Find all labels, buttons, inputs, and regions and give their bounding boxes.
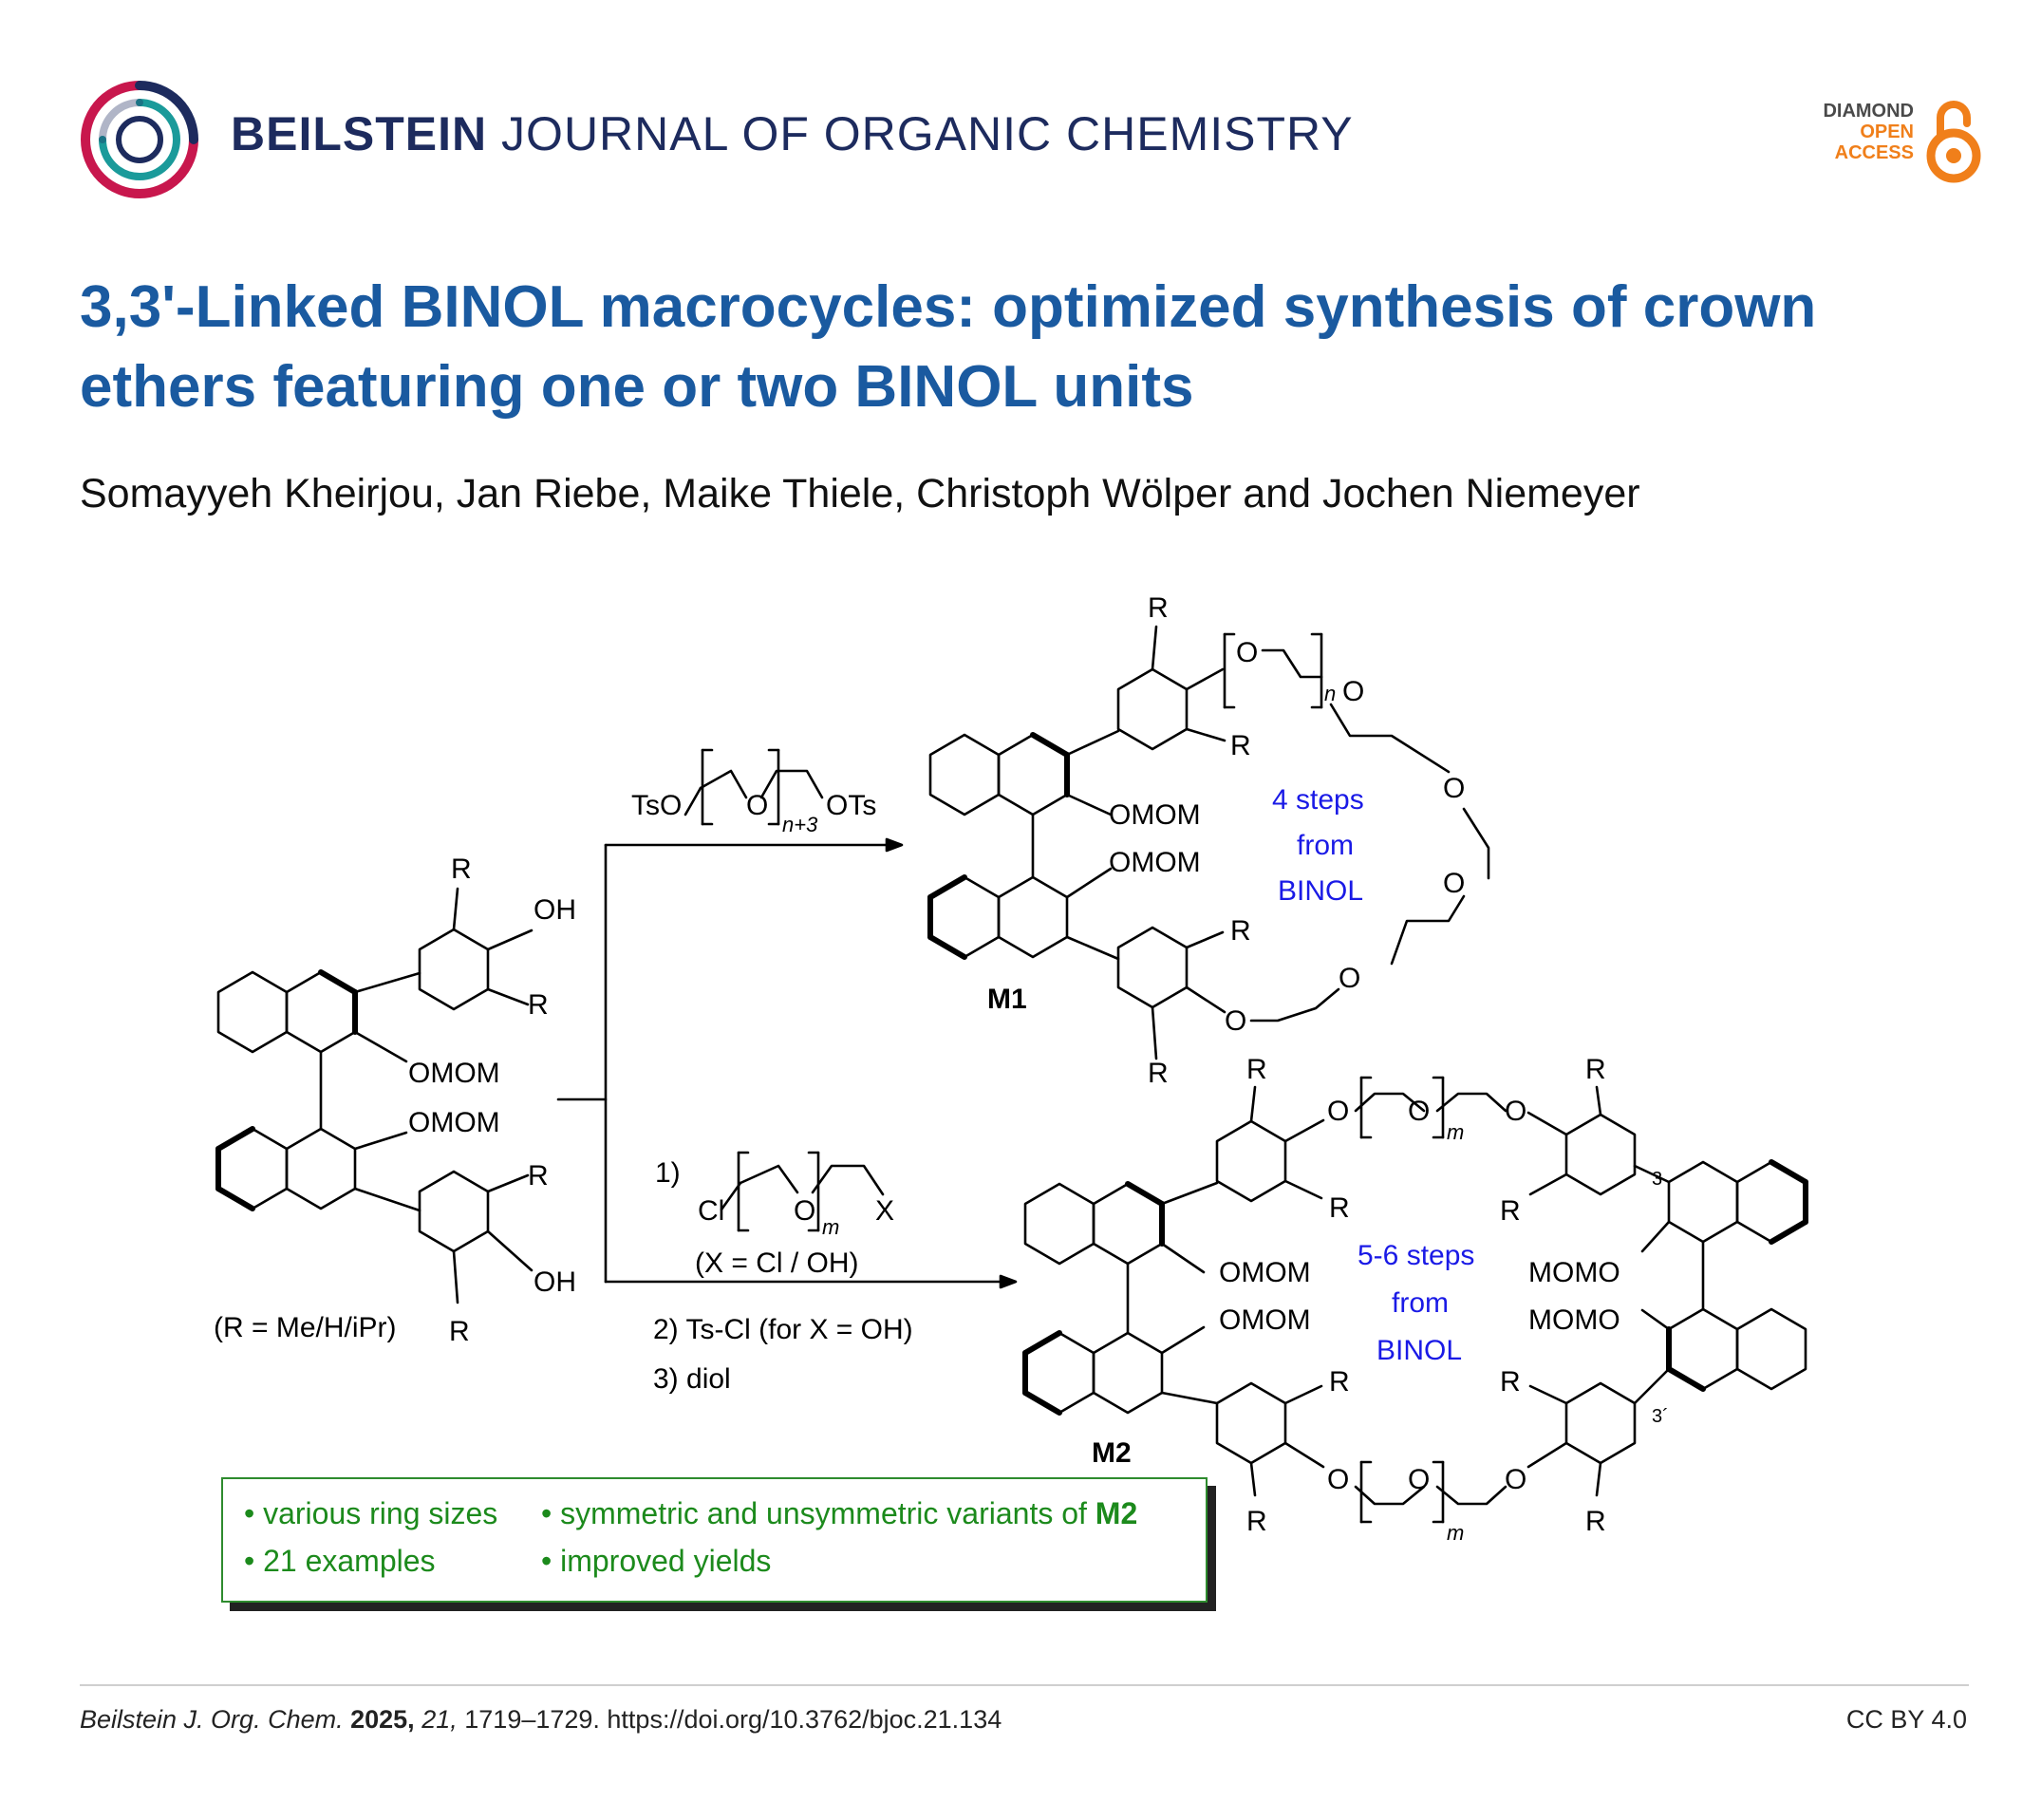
m1-oxygen-2: O — [1342, 676, 1364, 707]
sm-oh-bottom: OH — [534, 1266, 576, 1298]
sm-r-top: R — [451, 854, 472, 885]
m1-oxygen-5: O — [1339, 963, 1360, 994]
m1-omom-bottom: OMOM — [1109, 847, 1201, 878]
m2-r-3: R — [1329, 1366, 1350, 1398]
article-title: 3,3'-Linked BINOL macrocycles: optimized… — [80, 274, 1817, 420]
step3: 3) diol — [653, 1363, 731, 1395]
highlights-box: • various ring sizes • symmetric and uns… — [221, 1477, 1208, 1603]
highlight-variants-m2: M2 — [1095, 1496, 1138, 1530]
m2-r-1: R — [1246, 1054, 1267, 1085]
reaction-arrows — [556, 837, 1018, 1289]
m2-subscript-bottom: m — [1447, 1521, 1464, 1545]
citation-volume: 21, — [421, 1705, 458, 1734]
m2-label: M2 — [1092, 1437, 1132, 1469]
r-definition: (R = Me/H/iPr) — [214, 1312, 397, 1343]
starting-binol-structure — [215, 887, 534, 1304]
m2-r-7: R — [1500, 1366, 1521, 1398]
reagent-bottom-chain — [720, 1151, 885, 1232]
highlight-ring-sizes: • various ring sizes — [244, 1496, 498, 1530]
m2-oxygen-2: O — [1408, 1096, 1430, 1127]
m2-momo-top: MOMO — [1528, 1257, 1620, 1288]
sm-r-right-top: R — [528, 989, 549, 1021]
m1-structure — [927, 625, 1490, 1060]
step2: 2) Ts-Cl (for X = OH) — [653, 1314, 913, 1345]
badge-line-2: OPEN — [1860, 122, 1914, 142]
m2-steps-line-2: from — [1392, 1287, 1449, 1319]
badge-line-1: DIAMOND — [1823, 101, 1914, 122]
m1-r-upper-right: R — [1230, 730, 1251, 761]
reagent-tso: TsO — [631, 790, 682, 821]
x-definition: (X = Cl / OH) — [695, 1248, 859, 1279]
m2-steps-line-3: BINOL — [1376, 1335, 1462, 1366]
m2-oxygen-6: O — [1505, 1464, 1526, 1495]
m2-subscript-top: m — [1447, 1120, 1464, 1144]
m1-oxygen-3: O — [1443, 773, 1465, 804]
citation-journal: Beilstein J. Org. Chem. — [80, 1705, 344, 1734]
reagent-ots: OTs — [826, 790, 876, 821]
highlight-variants: • symmetric and unsymmetric variants of … — [541, 1496, 1137, 1531]
m1-r-top: R — [1148, 592, 1169, 624]
footer-divider — [80, 1684, 1969, 1686]
journal-name-bold: BEILSTEIN — [231, 107, 488, 160]
citation-year: 2025, — [350, 1705, 415, 1734]
reagent-x: X — [875, 1195, 894, 1227]
sm-oh-top: OH — [534, 894, 576, 926]
m2-position-3: 3 — [1652, 1169, 1662, 1190]
reagent-top-subscript: n+3 — [782, 813, 818, 836]
m2-r-6: R — [1500, 1195, 1521, 1227]
m2-oxygen-3: O — [1505, 1096, 1526, 1127]
m2-oxygen-4: O — [1327, 1464, 1349, 1495]
journal-name-rest: JOURNAL OF ORGANIC CHEMISTRY — [501, 107, 1354, 160]
sm-r-right-bottom: R — [528, 1160, 549, 1191]
citation: Beilstein J. Org. Chem. 2025, 21, 1719–1… — [80, 1705, 1002, 1735]
reagent-bottom-oxygen: O — [794, 1195, 815, 1227]
reaction-scheme: R OH R OMOM OMOM R OH R (R = Me/H/iPr) T… — [214, 592, 1808, 1545]
m2-oxygen-5: O — [1408, 1464, 1430, 1495]
sm-omom-bottom: OMOM — [408, 1107, 500, 1138]
reagent-top-chain — [683, 748, 824, 826]
m1-label: M1 — [987, 984, 1027, 1015]
reagent-bottom-subscript: m — [822, 1215, 839, 1239]
m2-momo-bottom: MOMO — [1528, 1304, 1620, 1336]
m2-steps-line-1: 5-6 steps — [1358, 1240, 1474, 1271]
sm-r-bottom: R — [449, 1316, 470, 1347]
m2-structure — [1022, 1076, 1808, 1524]
m2-oxygen-1: O — [1327, 1096, 1349, 1127]
m2-omom-bottom: OMOM — [1219, 1304, 1311, 1336]
m1-steps-line-3: BINOL — [1278, 875, 1363, 907]
m2-r-2: R — [1329, 1192, 1350, 1224]
citation-pages-doi[interactable]: 1719–1729. https://doi.org/10.3762/bjoc.… — [464, 1705, 1002, 1734]
highlight-yields: • improved yields — [541, 1544, 772, 1578]
diamond-open-access-badge: DIAMOND OPEN ACCESS — [1792, 95, 1982, 185]
reagent-top-oxygen: O — [746, 790, 768, 821]
m1-omom-top: OMOM — [1109, 799, 1201, 831]
m2-position-3prime: 3´ — [1652, 1406, 1669, 1427]
m2-omom-top: OMOM — [1219, 1257, 1311, 1288]
m1-r-lower-right: R — [1230, 915, 1251, 947]
open-lock-icon — [1926, 101, 1981, 183]
article-authors: Somayyeh Kheirjou, Jan Riebe, Maike Thie… — [80, 471, 1640, 516]
m1-oxygen-4: O — [1443, 868, 1465, 899]
m2-r-4: R — [1246, 1506, 1267, 1537]
badge-line-3: ACCESS — [1834, 142, 1914, 163]
m2-r-8: R — [1585, 1506, 1606, 1537]
m1-r-bottom: R — [1148, 1058, 1169, 1089]
sm-omom-top: OMOM — [408, 1058, 500, 1089]
license: CC BY 4.0 — [1845, 1705, 1967, 1734]
highlight-variants-text: • symmetric and unsymmetric variants of — [541, 1496, 1087, 1530]
highlight-examples: • 21 examples — [244, 1544, 436, 1578]
reagent-cl: Cl — [698, 1195, 724, 1227]
m2-r-5: R — [1585, 1054, 1606, 1085]
journal-logo — [81, 81, 198, 198]
m1-steps-line-1: 4 steps — [1272, 784, 1364, 816]
m1-ring-subscript: n — [1324, 682, 1336, 705]
journal-name: BEILSTEIN JOURNAL OF ORGANIC CHEMISTRY — [231, 106, 1354, 161]
m1-oxygen-6: O — [1225, 1005, 1246, 1037]
m1-steps-line-2: from — [1297, 830, 1354, 861]
step1-number: 1) — [655, 1157, 681, 1189]
m1-oxygen-1: O — [1236, 637, 1258, 668]
